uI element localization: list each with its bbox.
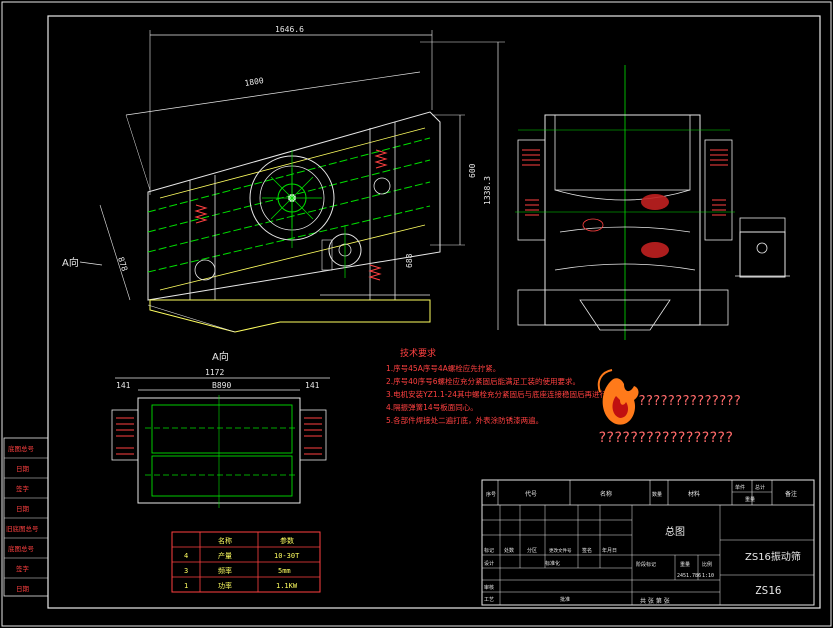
notes-line-1: 1.序号45A序号4A螺栓应先拧紧。 (386, 363, 500, 373)
tb-h-code: 代号 (525, 490, 537, 498)
tb-h-unit: 单件 (735, 484, 745, 491)
left-label-2: 签字 (16, 484, 30, 493)
left-label-1: 日期 (16, 465, 30, 473)
dim-height-total: 1338.3 (483, 176, 492, 205)
spec-header-value: 参数 (280, 536, 294, 545)
notes-line-5: 5.各部件焊接处二遍打底，外表涂防锈漆两遍。 (386, 415, 543, 425)
left-label-0: 底图总号 (8, 444, 35, 453)
dim-top-length: 1646.6 (275, 25, 304, 34)
tb-label-review: 审核 (484, 584, 494, 591)
left-label-4: 旧底图总号 (6, 524, 39, 533)
tb-label-std: 标准化 (545, 560, 560, 567)
tb-label-design: 设计 (484, 560, 494, 567)
dim-bottom-mid: B890 (212, 381, 231, 390)
notes-title: 技术要求 (400, 347, 436, 359)
dim-diag-small: 878 (116, 256, 129, 273)
tb-h-no: 序号 (486, 491, 496, 498)
view-a: A向 1172 B890 141 141 (111, 350, 330, 508)
tb-h-name: 名称 (600, 490, 612, 498)
tb-sheet: 共 张 第 张 (640, 597, 670, 605)
flame-logo (597, 369, 639, 425)
tb-stage: 阶段标记 (636, 561, 656, 568)
logo-text-primary: ?????????????? (638, 394, 741, 409)
notes-line-3: 3.电机安装YZ1.1-24其中螺栓充分紧固后与底座连接稳固后再进行。 (386, 389, 615, 399)
spec-row-2-name: 功率 (218, 581, 232, 590)
tb-h-total: 总计 (755, 484, 765, 491)
tb-drawing-code: ZS16 (755, 584, 782, 597)
tb-h-qty: 数量 (652, 491, 662, 498)
tb-label-count: 处数 (504, 547, 514, 554)
tb-h-mat: 材料 (688, 490, 700, 498)
tb-drawing-name: 总图 (665, 525, 685, 538)
logo-text-secondary: ????????????????? (598, 430, 733, 446)
left-label-3: 日期 (16, 505, 30, 513)
spec-row-2-value: 1.1KW (276, 582, 298, 590)
hatch-mid (641, 242, 669, 258)
spec-row-0-value: 10-30T (274, 552, 300, 560)
dim-bottom-right: 141 (305, 381, 320, 390)
view-a-arrow-label: A向 (62, 256, 79, 269)
dim-height-right: 600 (468, 163, 477, 178)
dim-bottom-left: 141 (116, 381, 131, 390)
tb-weight-val: 2451.786 (677, 573, 701, 579)
tb-scale-val: 1:10 (702, 573, 714, 579)
tb-label-approve: 批准 (560, 596, 570, 603)
left-label-7: 日期 (16, 585, 30, 593)
end-view (515, 65, 790, 340)
hatch-left (641, 194, 669, 210)
spec-row-0-name: 产量 (218, 551, 232, 560)
tb-label-mark: 标记 (484, 547, 494, 554)
tb-label-date: 年月日 (602, 547, 617, 554)
tb-label-zone: 分区 (527, 547, 537, 554)
technical-notes: 技术要求 1.序号45A序号4A螺栓应先拧紧。 2.序号40序号6螺栓应充分紧固… (386, 347, 615, 425)
dim-bottom-total: 1172 (205, 368, 224, 377)
spec-row-1-no: 3 (184, 567, 188, 575)
notes-line-2: 2.序号40序号6螺栓应充分紧固后能满足工装的使用要求。 (386, 376, 580, 386)
tb-weight: 重量 (680, 561, 690, 568)
title-block: 序号 代号 名称 数量 材料 单件 总计 重量 备注 (481, 479, 815, 606)
tb-label-process: 工艺 (484, 597, 494, 603)
left-label-column: 底图总号 日期 签字 日期 旧底图总号 底图总号 签字 日期 (3, 437, 49, 597)
spec-header-name: 名称 (218, 536, 232, 545)
tb-h-weight: 重量 (745, 496, 755, 503)
notes-line-4: 4.隔振弹簧14号板面同心。 (386, 402, 478, 412)
spec-row-1-value: 5mm (278, 567, 291, 575)
tb-h-note: 备注 (785, 490, 797, 498)
spec-row-2-no: 1 (184, 582, 188, 590)
dim-diag-length: 1800 (244, 76, 265, 88)
spec-row-1-name: 频率 (218, 566, 232, 575)
view-a-label: A向 (212, 350, 229, 363)
drawing-frame (47, 15, 821, 609)
spec-table: 名称 参数 4 产量 10-30T 3 频率 5mm 1 功率 1.1KW (171, 531, 321, 593)
left-label-6: 签字 (16, 564, 30, 573)
spec-row-0-no: 4 (184, 552, 188, 560)
tb-label-change: 更改文件号 (549, 547, 572, 554)
tb-scale: 比例 (702, 561, 712, 568)
tb-product-name: ZS16振动筛 (745, 550, 801, 563)
side-view: 1646.6 1800 600 1338.3 688 878 A向 (62, 25, 505, 333)
tb-label-sign: 签名 (582, 547, 592, 554)
left-label-5: 底图总号 (8, 544, 35, 553)
dim-side: 688 (405, 253, 414, 268)
